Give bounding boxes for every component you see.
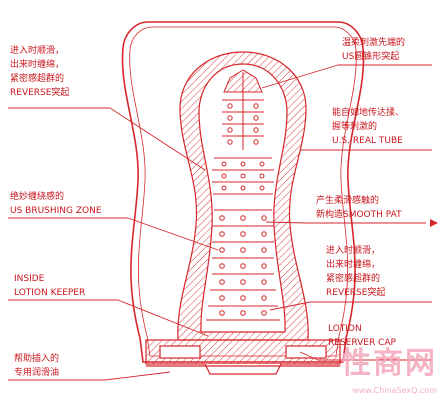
inner-channel bbox=[206, 69, 280, 321]
watermark-logo: 性商网 bbox=[341, 346, 437, 381]
label-lube-help: 帮助插入的 专用润滑油 bbox=[14, 354, 60, 378]
label-smooth-pat: 产生柔滑感触的 新构造SMOOTH PAT bbox=[316, 196, 402, 220]
watermark-url: www.ChinaSexQ.com bbox=[352, 386, 437, 395]
label-lotion-keeper: INSIDE LOTION KEEPER bbox=[14, 274, 86, 298]
label-brushing-zone: 绝妙缠绕感的 US BRUSHING ZONE bbox=[10, 192, 102, 216]
label-reverse-top: 进入时顺滑， 出来时缠绵， 紧密感超群的 REVERSE突起 bbox=[10, 46, 70, 98]
outer-cup-outline bbox=[121, 21, 365, 363]
watermark: 性商网 www.ChinaSexQ.com bbox=[321, 336, 441, 406]
label-reverse-bottom: 进入时顺滑， 出来时缠绵， 紧密感超群的 REVERSE突起 bbox=[326, 246, 386, 298]
leader-lines bbox=[8, 64, 438, 381]
label-us-cone: 温柔刺激先端的 US圆锥形突起 bbox=[342, 38, 406, 62]
lotion-reserver-cap bbox=[145, 339, 341, 375]
label-reserver-cap: LOTION RESERVER CAP bbox=[328, 324, 396, 348]
label-real-tube: 能自如地传达揉、 握等刺激的 U.S. REAL TUBE bbox=[332, 108, 405, 146]
